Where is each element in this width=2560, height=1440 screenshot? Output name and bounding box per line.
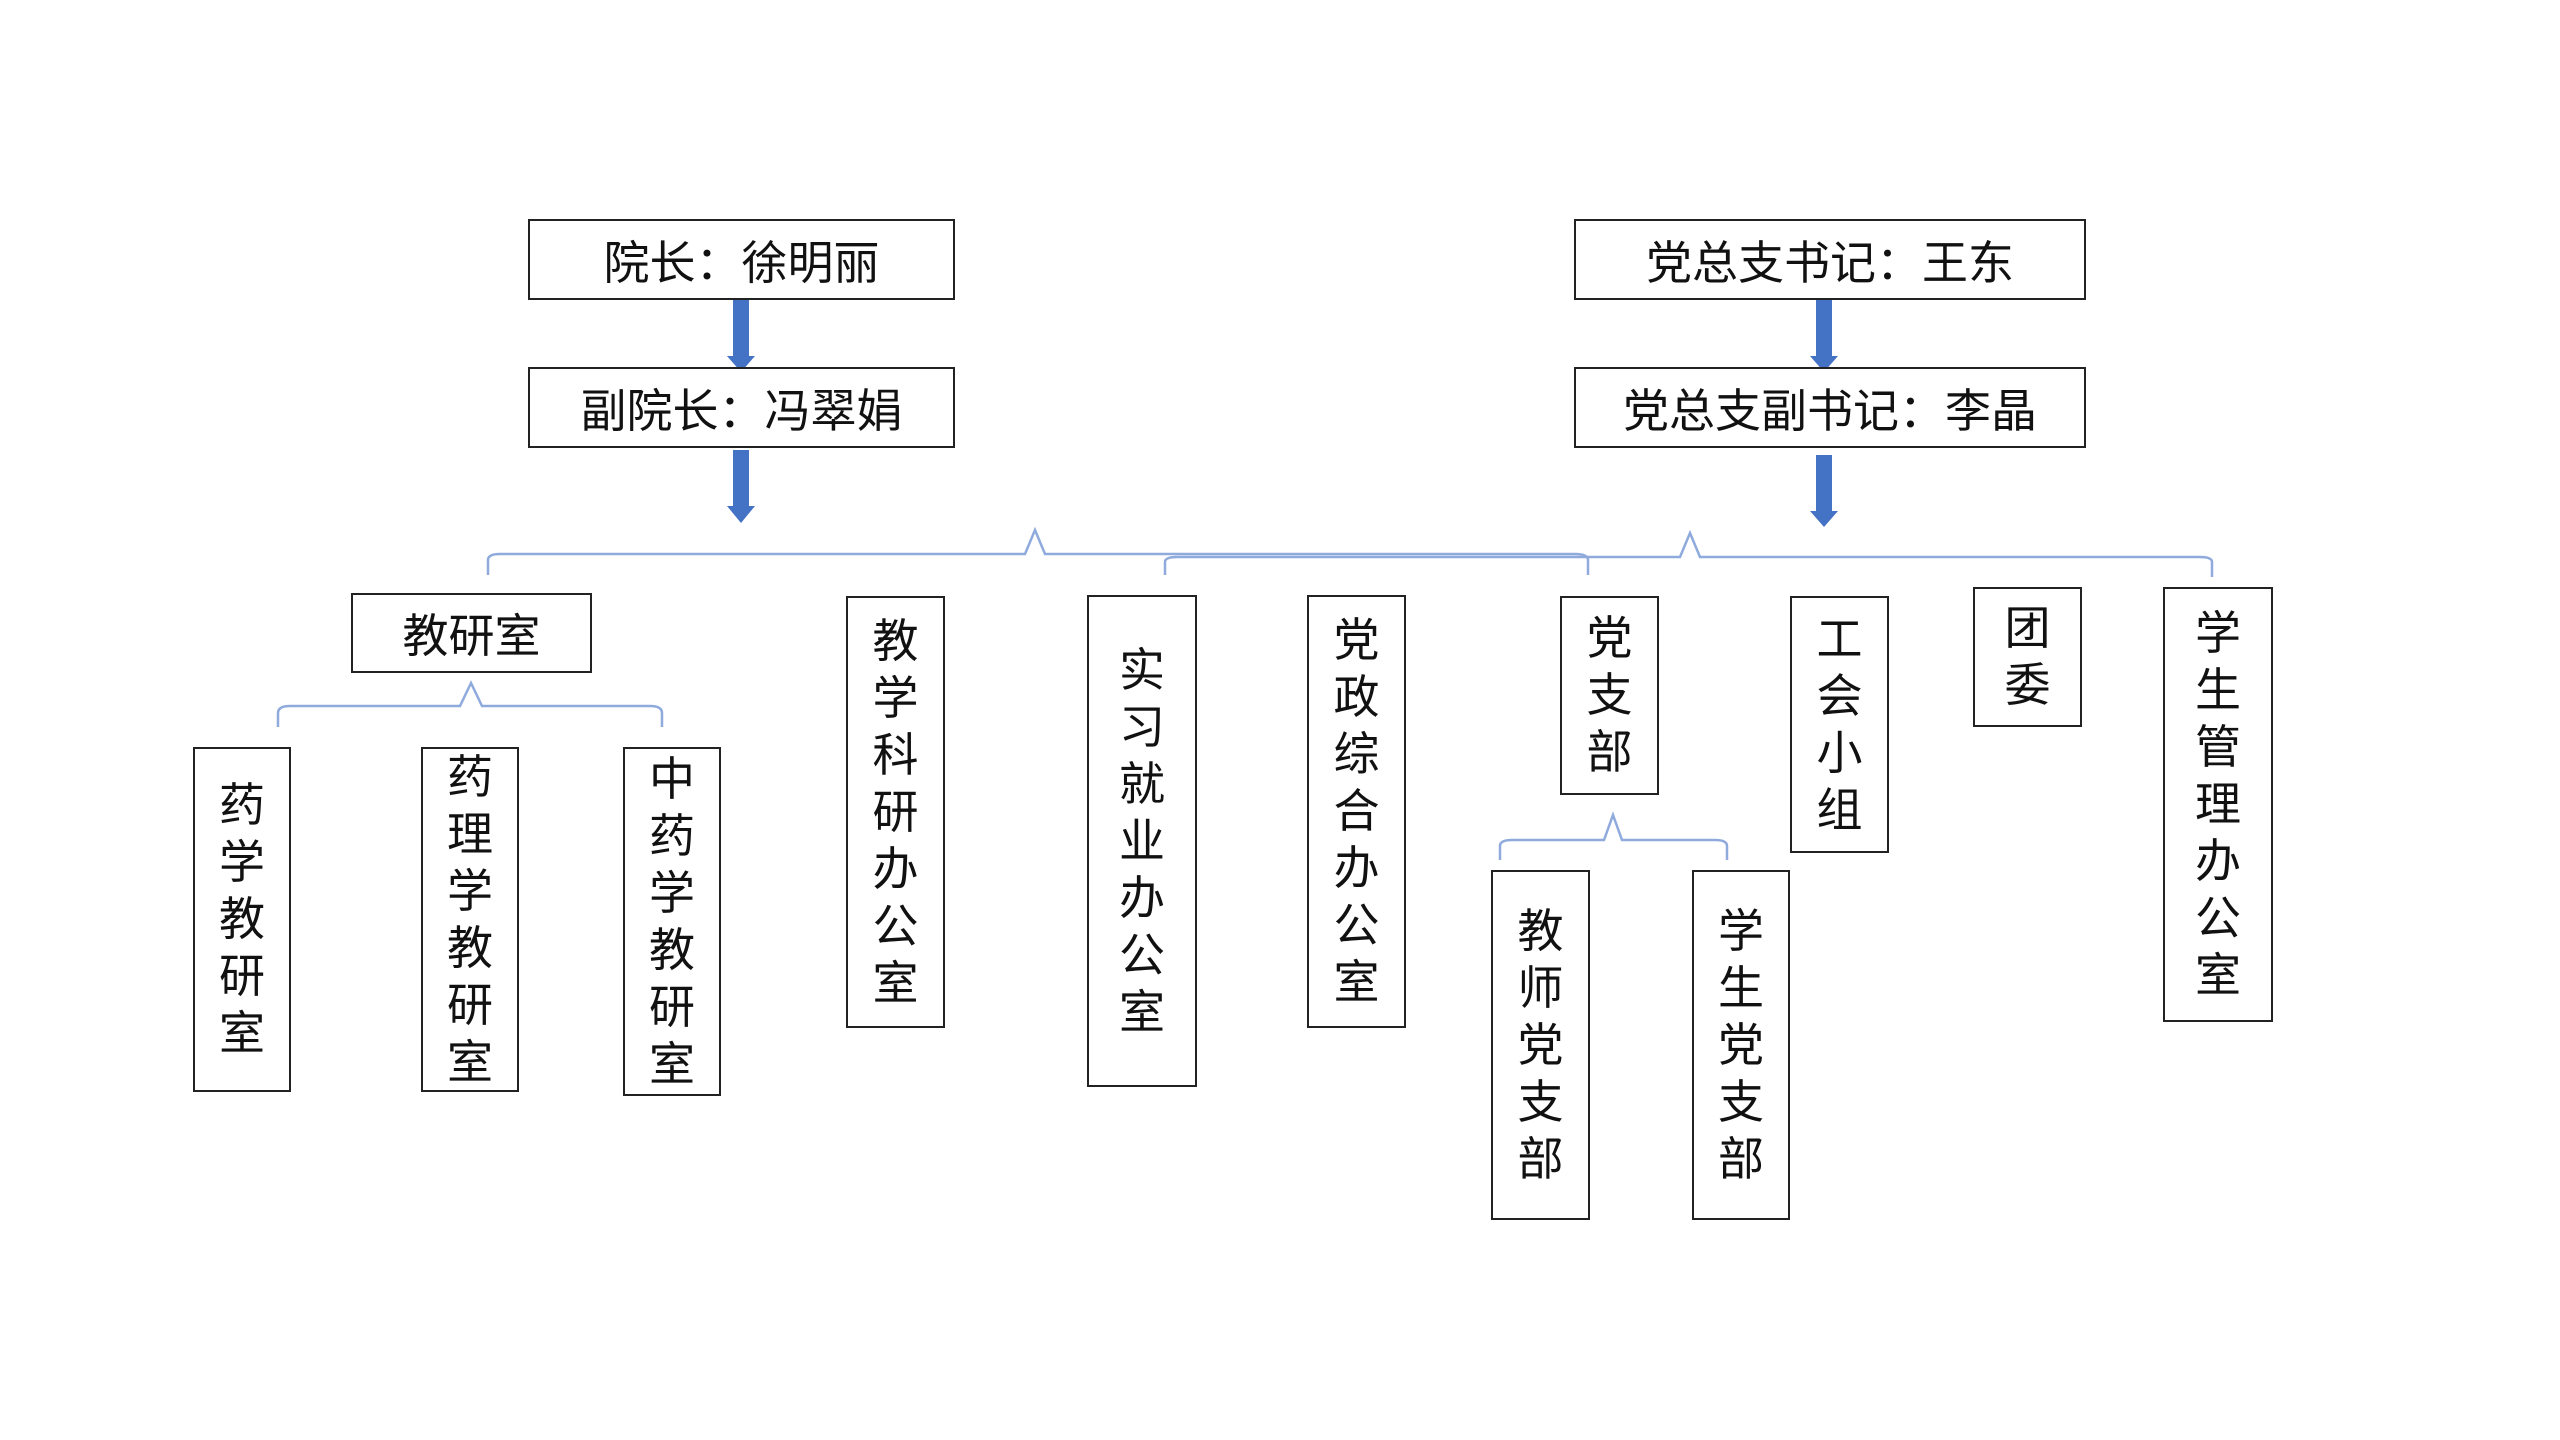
- student-affairs-office-box: 学生管理办公室: [2163, 587, 2273, 1022]
- teaching-research-admin-office-box: 教学科研办公室: [846, 596, 945, 1028]
- down-arrow-deputy-to-departments: [1810, 455, 1838, 527]
- bracket-right-department-group: [1163, 529, 2214, 577]
- teaching-research-office-box: 教研室: [351, 593, 592, 673]
- party-admin-office-box: 党政综合办公室: [1307, 595, 1406, 1028]
- party-secretary-box: 党总支书记：王东: [1574, 219, 2086, 300]
- president-box: 院长：徐明丽: [528, 219, 955, 300]
- party-deputy-secretary-box: 党总支副书记：李晶: [1574, 367, 2086, 448]
- teacher-party-branch-box: 教师党支部: [1491, 870, 1590, 1220]
- vice-president-box: 副院长：冯翠娟: [528, 367, 955, 448]
- bracket-teaching-research-office: [276, 680, 664, 727]
- down-arrow-vice-to-departments: [727, 450, 755, 523]
- student-party-branch-box: 学生党支部: [1692, 870, 1790, 1220]
- party-branch-box: 党支部: [1560, 596, 1659, 795]
- union-group-box: 工会小组: [1790, 596, 1889, 853]
- pharmacy-teaching-research-box: 药学教研室: [193, 747, 291, 1092]
- down-arrow-president-to-vice: [727, 300, 755, 372]
- pharmacology-teaching-research-box: 药理学教研室: [421, 747, 519, 1092]
- youth-league-box: 团委: [1973, 587, 2082, 727]
- internship-employment-office-box: 实习就业办公室: [1087, 595, 1197, 1087]
- down-arrow-secretary-to-deputy: [1810, 300, 1838, 372]
- tcm-pharmacy-teaching-research-box: 中药学教研室: [623, 747, 721, 1096]
- bracket-left-department-group: [486, 526, 1590, 575]
- bracket-party-branch: [1498, 811, 1729, 860]
